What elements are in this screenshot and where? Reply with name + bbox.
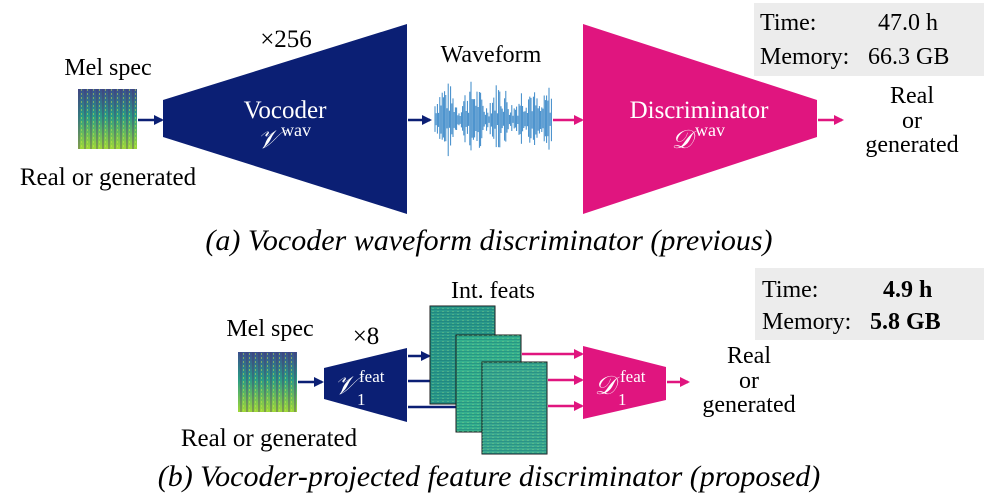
- vocoder-block-b: [324, 348, 407, 422]
- vocoder-subscript-b: 1: [357, 390, 366, 409]
- stats-a-time-label: Time:: [760, 10, 816, 36]
- multiplier-a: ×256: [260, 26, 312, 53]
- stats-a-memory-label: Memory:: [760, 44, 849, 70]
- mel-spec-label-b: Mel spec: [226, 316, 313, 342]
- stats-b-time-value: 4.9 h: [883, 277, 932, 303]
- stats-b-memory-label: Memory:: [762, 309, 851, 335]
- caption-b: (b) Vocoder-projected feature discrimina…: [158, 460, 821, 493]
- output-a-line2: or: [902, 108, 922, 134]
- int-feats-label: Int. feats: [451, 278, 535, 304]
- discriminator-subscript-b: 1: [618, 390, 627, 409]
- output-b-line2: or: [739, 368, 759, 394]
- vocoder-superscript-a: wav: [281, 120, 311, 140]
- mel-spec-label-a: Mel spec: [64, 55, 151, 81]
- feature-map-3: [481, 361, 548, 455]
- mel-spectrogram-a: [78, 89, 137, 149]
- stats-a-memory-value: 66.3 GB: [868, 44, 949, 70]
- stats-box-a: [754, 3, 984, 76]
- mel-spectrogram-b: [238, 352, 297, 412]
- output-b-line1: Real: [727, 343, 771, 369]
- panel-b: Time: 4.9 h Memory: 5.8 GB Mel spec Real…: [158, 268, 984, 493]
- vocoder-block-a: [163, 24, 407, 214]
- stats-b-time-label: Time:: [762, 277, 818, 303]
- discriminator-superscript-b: feat: [620, 367, 646, 386]
- output-a-line1: Real: [890, 83, 934, 109]
- vocoder-superscript-b: feat: [359, 367, 385, 386]
- waveform-graphic: [434, 81, 552, 157]
- panel-a: Time: 47.0 h Memory: 66.3 GB Mel spec Re…: [20, 3, 984, 257]
- stats-a-time-value: 47.0 h: [878, 10, 938, 36]
- stats-box-b: [755, 268, 984, 340]
- multiplier-b: ×8: [353, 323, 380, 350]
- vocoder-name-a: Vocoder: [244, 97, 328, 124]
- output-b-line3: generated: [702, 392, 795, 418]
- stats-b-memory-value: 5.8 GB: [870, 309, 941, 335]
- output-a-line3: generated: [865, 132, 958, 158]
- input-label-a: Real or generated: [20, 164, 197, 191]
- discriminator-block-a: [583, 24, 817, 214]
- waveform-label: Waveform: [441, 42, 542, 68]
- input-label-b: Real or generated: [181, 425, 358, 452]
- discriminator-block-b: [583, 346, 666, 419]
- discriminator-name-a: Discriminator: [630, 97, 770, 124]
- caption-a: (a) Vocoder waveform discriminator (prev…: [205, 224, 772, 257]
- discriminator-superscript-a: wav: [695, 120, 725, 140]
